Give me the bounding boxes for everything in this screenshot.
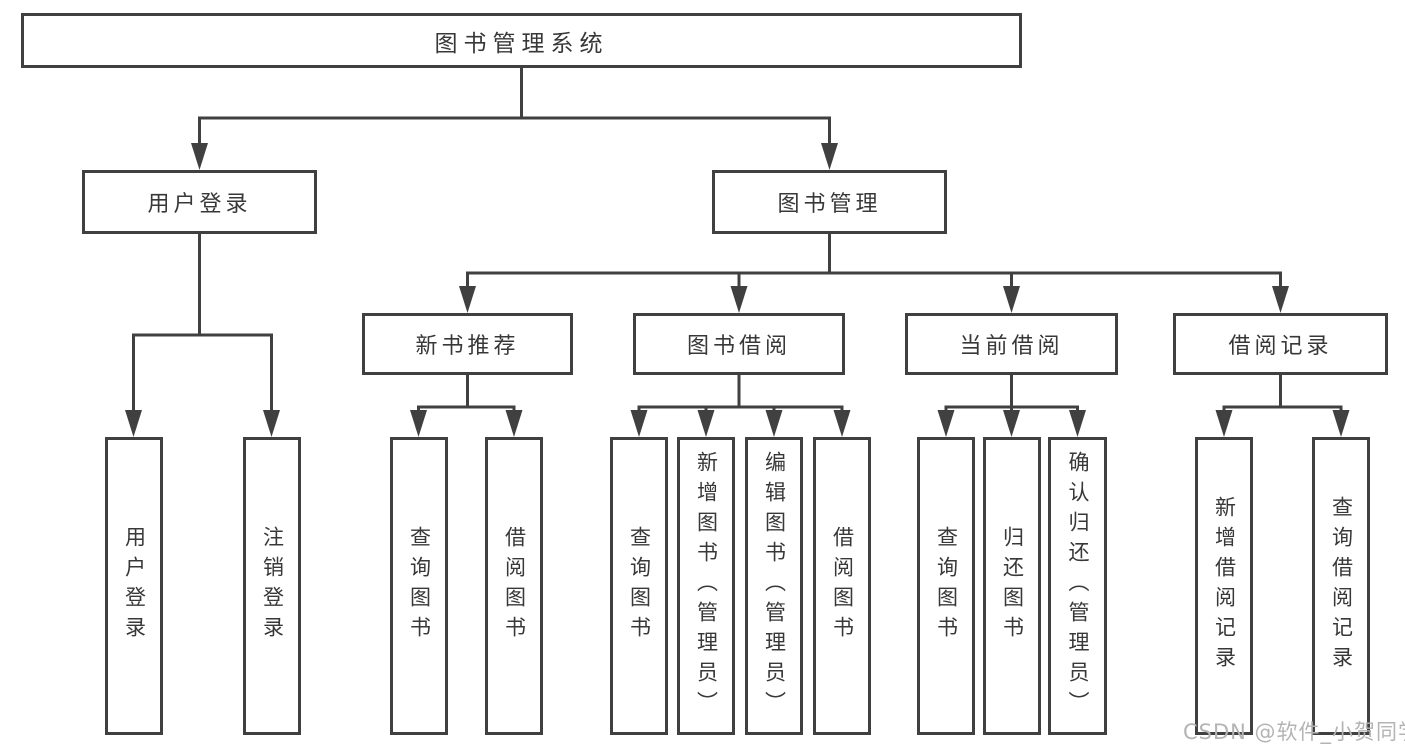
leaf-edit-books-admin: 编辑图书（管理员） [745, 437, 803, 735]
leaf-query-books-borrowing-label: 查询图书 [627, 526, 652, 646]
leaf-query-books-recommend: 查询图书 [390, 437, 448, 735]
node-new-book-recommend-label: 新书推荐 [415, 334, 520, 359]
leaf-logout-login-label: 注销登录 [260, 526, 285, 646]
leaf-add-borrow-record: 新增借阅记录 [1195, 437, 1253, 735]
arrowhead-down-icon [191, 143, 208, 170]
leaf-user-login-label: 用户登录 [122, 526, 147, 646]
leaf-logout-login: 注销登录 [243, 437, 301, 735]
node-current-borrowing: 当前借阅 [905, 313, 1118, 375]
node-root-label: 图书管理系统 [434, 30, 609, 57]
arrowhead-down-icon [730, 286, 748, 313]
leaf-borrow-books-recommend-label: 借阅图书 [502, 526, 527, 646]
node-borrowing-records-label: 借阅记录 [1228, 334, 1333, 359]
leaf-add-books-admin-label: 新增图书（管理员） [694, 451, 719, 721]
arrowhead-down-icon [765, 410, 783, 437]
leaf-query-books-recommend-label: 查询图书 [407, 526, 432, 646]
leaf-confirm-return-admin: 确认归还（管理员） [1048, 437, 1107, 735]
arrowhead-down-icon [937, 410, 955, 437]
leaf-edit-books-admin-label: 编辑图书（管理员） [762, 451, 787, 721]
arrowhead-down-icon [263, 410, 280, 437]
leaf-return-books: 归还图书 [983, 437, 1041, 735]
leaf-borrow-books-recommend: 借阅图书 [485, 437, 543, 735]
arrowhead-down-icon [697, 410, 715, 437]
node-user-login-label: 用户登录 [147, 192, 252, 217]
leaf-query-books-current-label: 查询图书 [934, 526, 959, 646]
arrowhead-down-icon [1215, 410, 1233, 437]
leaf-query-books-current: 查询图书 [917, 437, 975, 735]
node-borrowing-records: 借阅记录 [1173, 313, 1388, 375]
arrowhead-down-icon [1069, 410, 1086, 437]
node-root: 图书管理系统 [21, 13, 1022, 68]
node-current-borrowing-label: 当前借阅 [959, 334, 1064, 359]
leaf-return-books-label: 归还图书 [1000, 526, 1025, 646]
csdn-watermark: CSDN @软件_小贺同学 [1183, 720, 1405, 744]
leaf-add-borrow-record-label: 新增借阅记录 [1212, 496, 1237, 676]
arrowhead-down-icon [1332, 410, 1350, 437]
arrowhead-down-icon [1003, 286, 1020, 313]
leaf-query-borrow-record-label: 查询借阅记录 [1329, 496, 1354, 676]
arrowhead-down-icon [630, 410, 648, 437]
leaf-query-borrow-record: 查询借阅记录 [1312, 437, 1370, 735]
leaf-query-books-borrowing: 查询图书 [610, 437, 668, 735]
node-book-borrowing-label: 图书借阅 [686, 334, 791, 359]
arrowhead-down-icon [1272, 286, 1289, 313]
arrowhead-down-icon [833, 410, 851, 437]
node-user-login: 用户登录 [82, 170, 317, 234]
arrowhead-down-icon [821, 143, 838, 170]
leaf-borrow-books-borrowing-label: 借阅图书 [830, 526, 855, 646]
arrowhead-down-icon [459, 286, 476, 313]
arrowhead-down-icon [505, 410, 523, 437]
leaf-borrow-books-borrowing: 借阅图书 [813, 437, 871, 735]
leaf-add-books-admin: 新增图书（管理员） [677, 437, 735, 735]
node-book-management: 图书管理 [712, 170, 947, 234]
arrowhead-down-icon [410, 410, 427, 437]
arrowhead-down-icon [1003, 410, 1020, 437]
leaf-user-login: 用户登录 [105, 437, 163, 735]
node-book-borrowing: 图书借阅 [633, 313, 845, 375]
node-book-management-label: 图书管理 [777, 192, 882, 217]
arrowhead-down-icon [125, 410, 142, 437]
node-new-book-recommend: 新书推荐 [362, 313, 573, 375]
leaf-confirm-return-admin-label: 确认归还（管理员） [1066, 451, 1090, 721]
